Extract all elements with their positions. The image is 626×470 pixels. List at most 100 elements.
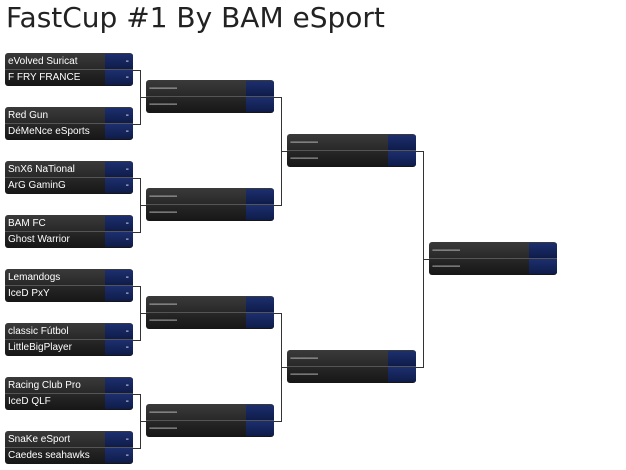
team-slot[interactable]: ------------ — [287, 351, 416, 366]
team-name: DéMeNce eSports — [8, 126, 90, 137]
bracket-match[interactable]: SnX6 NaTional-ArG GaminG- — [5, 161, 133, 194]
team-name: ------------ — [149, 407, 177, 418]
bracket-connector — [133, 286, 141, 287]
bracket-connector — [416, 367, 424, 368]
team-slot[interactable]: ------------ — [146, 420, 274, 436]
bracket-match[interactable]: classic Fútbol - LittleBigPlayer - — [5, 323, 133, 356]
team-score — [246, 189, 274, 204]
bracket-connector — [274, 205, 282, 206]
team-slot[interactable]: eVolved Suricat - — [5, 54, 133, 69]
bracket-match[interactable]: ------------ ------------ — [429, 242, 557, 275]
team-slot[interactable]: SnX6 NaTional- — [5, 162, 133, 177]
bracket-match[interactable]: Lemandogs -IceD PxY- — [5, 269, 133, 302]
page-title: FastCup #1 By BAM eSport — [6, 1, 385, 34]
team-score: - — [105, 270, 133, 285]
team-slot[interactable]: ------------ — [146, 81, 274, 96]
team-score: - — [105, 232, 133, 247]
team-name: ------------ — [149, 423, 177, 434]
team-score: - — [105, 162, 133, 177]
bracket-match[interactable]: ------------ ------------ — [287, 350, 416, 383]
team-slot[interactable]: IceD PxY- — [5, 285, 133, 301]
team-score: - — [105, 178, 133, 193]
team-slot[interactable]: Ghost Warrior - — [5, 231, 133, 247]
bracket-connector — [133, 394, 141, 395]
team-name: ------------ — [149, 315, 177, 326]
bracket-match[interactable]: ------------------------ — [146, 188, 274, 221]
bracket-connector — [133, 178, 141, 179]
team-slot[interactable]: IceD QLF - — [5, 393, 133, 409]
bracket-match[interactable]: ------------ ------------ — [287, 134, 416, 167]
team-name: ------------ — [290, 137, 318, 148]
team-score — [388, 351, 416, 366]
team-score: - — [105, 448, 133, 463]
team-score: - — [105, 340, 133, 355]
team-name: IceD QLF — [8, 396, 51, 407]
bracket-connector — [133, 70, 141, 71]
team-score: - — [105, 324, 133, 339]
team-slot[interactable]: F FRY FRANCE- — [5, 69, 133, 85]
bracket-match[interactable]: SnaKe eSport - Caedes seahawks - — [5, 431, 133, 464]
team-score — [246, 205, 274, 220]
team-name: eVolved Suricat — [8, 56, 78, 67]
bracket-match[interactable]: ------------ ------------ — [146, 80, 274, 113]
team-slot[interactable]: Racing Club Pro - — [5, 378, 133, 393]
bracket-match[interactable]: ------------ ------------ — [146, 296, 274, 329]
team-slot[interactable]: ------------ — [146, 405, 274, 420]
team-score — [529, 259, 557, 274]
team-slot[interactable]: ------------ — [146, 297, 274, 312]
team-slot[interactable]: LittleBigPlayer - — [5, 339, 133, 355]
team-slot[interactable]: ArG GaminG- — [5, 177, 133, 193]
team-slot[interactable]: ------------ — [429, 243, 557, 258]
team-name: ------------ — [149, 99, 177, 110]
bracket-connector — [416, 151, 424, 152]
team-slot[interactable]: classic Fútbol - — [5, 324, 133, 339]
team-name: ------------ — [432, 261, 460, 272]
bracket-connector — [133, 448, 141, 449]
team-score: - — [105, 54, 133, 69]
team-score — [388, 135, 416, 150]
team-name: ------------ — [149, 83, 177, 94]
bracket-match[interactable]: BAM FC- Ghost Warrior - — [5, 215, 133, 248]
team-name: ------------ — [149, 299, 177, 310]
bracket-connector — [140, 205, 146, 206]
team-slot[interactable]: BAM FC- — [5, 216, 133, 231]
team-name: Ghost Warrior — [8, 234, 70, 245]
team-score: - — [105, 216, 133, 231]
bracket-connector — [274, 421, 282, 422]
team-score: - — [105, 394, 133, 409]
bracket-match[interactable]: Racing Club Pro - IceD QLF - — [5, 377, 133, 410]
team-slot[interactable]: ------------ — [146, 189, 274, 204]
team-name: Caedes seahawks — [8, 450, 90, 461]
team-name: ------------ — [290, 153, 318, 164]
team-name: classic Fútbol — [8, 326, 69, 337]
bracket-match[interactable]: ------------ ------------ — [146, 404, 274, 437]
team-slot[interactable]: ------------ — [146, 312, 274, 328]
team-name: Red Gun — [8, 110, 49, 121]
team-score — [529, 243, 557, 258]
team-slot[interactable]: Caedes seahawks - — [5, 447, 133, 463]
team-score: - — [105, 432, 133, 447]
bracket-match[interactable]: Red Gun-DéMeNce eSports- — [5, 107, 133, 140]
team-slot[interactable]: Red Gun- — [5, 108, 133, 123]
team-slot[interactable]: ------------ — [287, 366, 416, 382]
bracket-connector — [140, 313, 146, 314]
team-slot[interactable]: ------------ — [146, 204, 274, 220]
team-score: - — [105, 378, 133, 393]
team-slot[interactable]: ------------ — [287, 135, 416, 150]
team-name: Racing Club Pro — [8, 380, 81, 391]
team-name: SnaKe eSport — [8, 434, 71, 445]
team-slot[interactable]: ------------ — [287, 150, 416, 166]
team-slot[interactable]: SnaKe eSport - — [5, 432, 133, 447]
bracket-connector — [140, 97, 146, 98]
team-slot[interactable]: Lemandogs - — [5, 270, 133, 285]
team-name: Lemandogs — [8, 272, 61, 283]
bracket-connector — [423, 259, 429, 260]
team-slot[interactable]: ------------ — [429, 258, 557, 274]
team-slot[interactable]: DéMeNce eSports- — [5, 123, 133, 139]
team-name: LittleBigPlayer — [8, 342, 72, 353]
team-slot[interactable]: ------------ — [146, 96, 274, 112]
team-name: ------------ — [290, 369, 318, 380]
team-score — [388, 367, 416, 382]
bracket-connector — [281, 367, 287, 368]
bracket-match[interactable]: eVolved Suricat -F FRY FRANCE- — [5, 53, 133, 86]
